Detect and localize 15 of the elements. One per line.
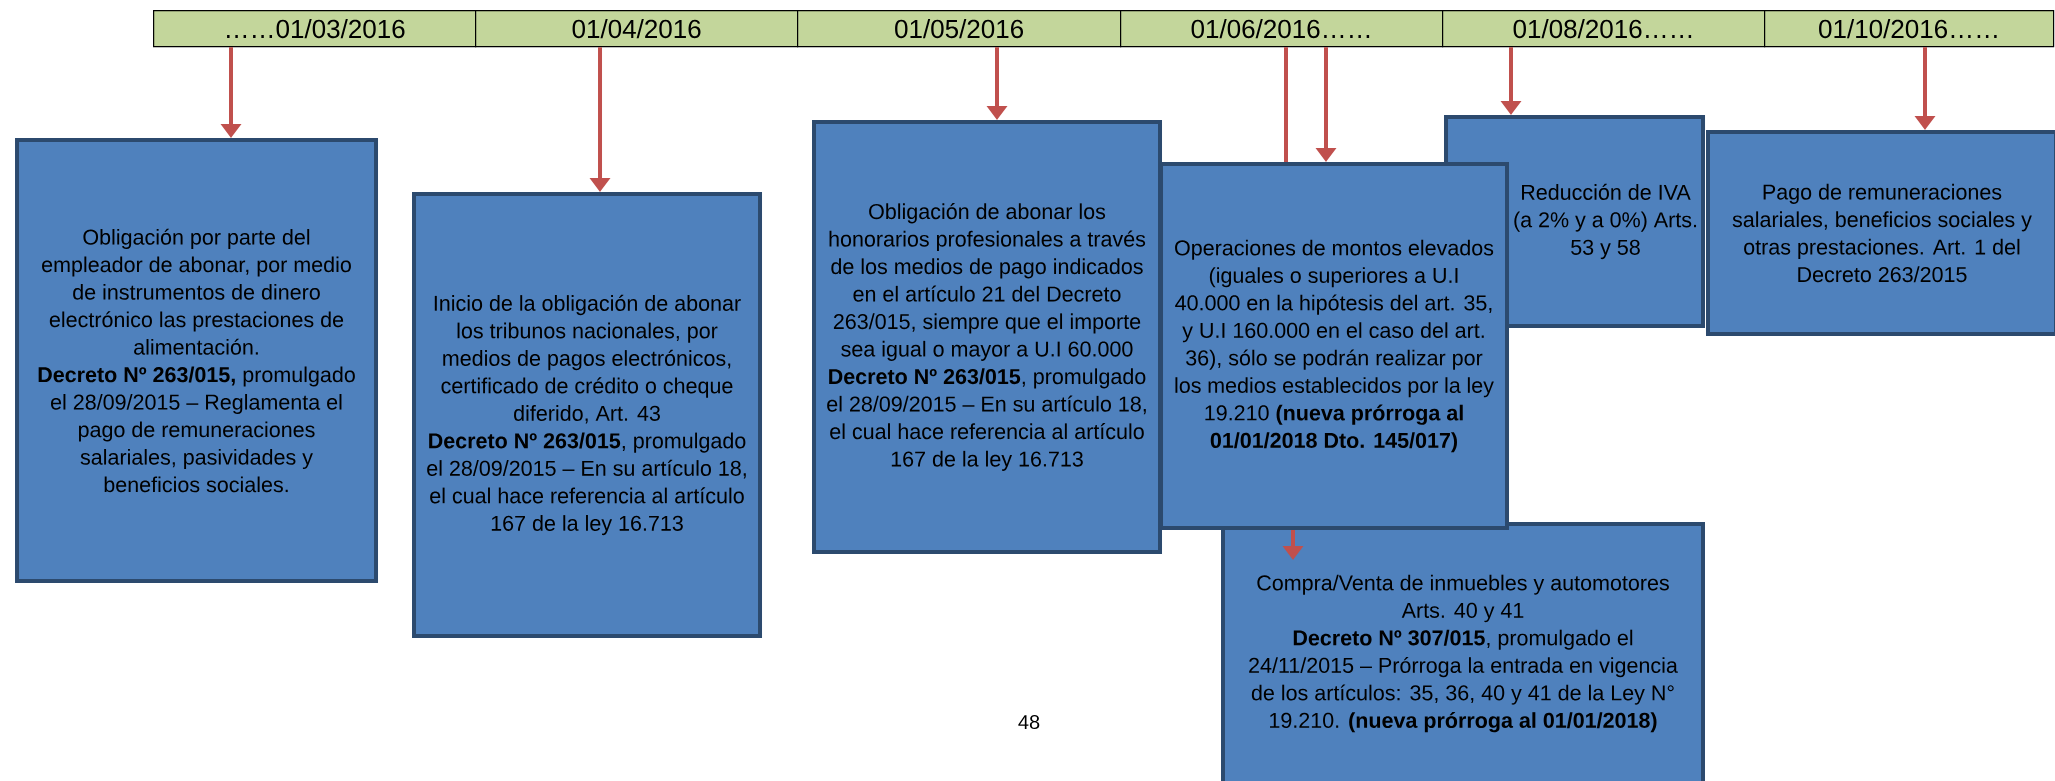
event-box: Inicio de la obligación de abonar los tribunos nacionales, por medios de pagos electrónicos, certificado de crédito o cheque diferido, Art. 43 Decreto Nº 263/015, promulgado el 28/09/2015 – En su artículo 18, el cual hace referencia al artículo 167 de la ley 16.713 [412, 192, 762, 638]
event-box: Obligación de abonar los honorarios profesionales a través de los medios de pago indicados en el artículo 21 del Decreto 263/015, siempre que el importe sea igual o mayor a U.I 60.000 Decreto Nº 263/015, promulgado el 28/09/2015 – En su artículo 18, el cual hace referencia al artículo 167 de la ley 16.713 [812, 120, 1162, 554]
date-cell: 01/04/2016 [475, 10, 799, 48]
node-label: Decreto Nº 307/015, promulgado el 24/11/2015 – Prórroga la entrada en vigencia de los artículos: 35, 36, 40 y 41 de la Ley N° 19.210. (nueva prórroga al 01/01/2018) [1249, 629, 1678, 733]
page-number: 48 [1018, 714, 1040, 730]
event-box: Pago de remuneraciones salariales, beneficios sociales y otras prestaciones. Art. 1 del Decreto 263/2015 [1706, 130, 2055, 336]
date-cell: ……01/03/2016 [153, 10, 477, 48]
event-box: Operaciones de montos elevados (iguales o superiores a U.I 40.000 en la hipótesis del art. 35, y U.I 160.000 en el caso del art. 36), sólo se podrán realizar por los medios establecidos por la ley 19.210 (nueva prórroga al 01/01/2018 Dto. 145/017) [1159, 162, 1509, 530]
event-box: Obligación por parte del empleador de abonar, por medio de instrumentos de dinero electrónico las prestaciones de alimentación. Decreto Nº 263/015, promulgado el 28/09/2015 – Reglamenta el pago de remuneraciones salariales, pasividades y beneficios sociales. [15, 138, 378, 583]
node-label: Compra/Venta de inmuebles y automotores Arts. 40 y 41 [1257, 574, 1669, 623]
date-cell: 01/08/2016…… [1442, 10, 1766, 48]
date-cell: 01/06/2016…… [1120, 10, 1444, 48]
event-box: Compra/Venta de inmuebles y automotores Arts. 40 y 41 Decreto Nº 307/015, promulgado el 24/11/2015 – Prórroga la entrada en vigencia de los artículos: 35, 36, 40 y 41 de la Ley N° 19.210. (nueva prórroga al 01/01/2018) [1221, 522, 1705, 781]
date-cell: 01/10/2016…… [1764, 10, 2055, 48]
date-cell: 01/05/2016 [797, 10, 1122, 48]
